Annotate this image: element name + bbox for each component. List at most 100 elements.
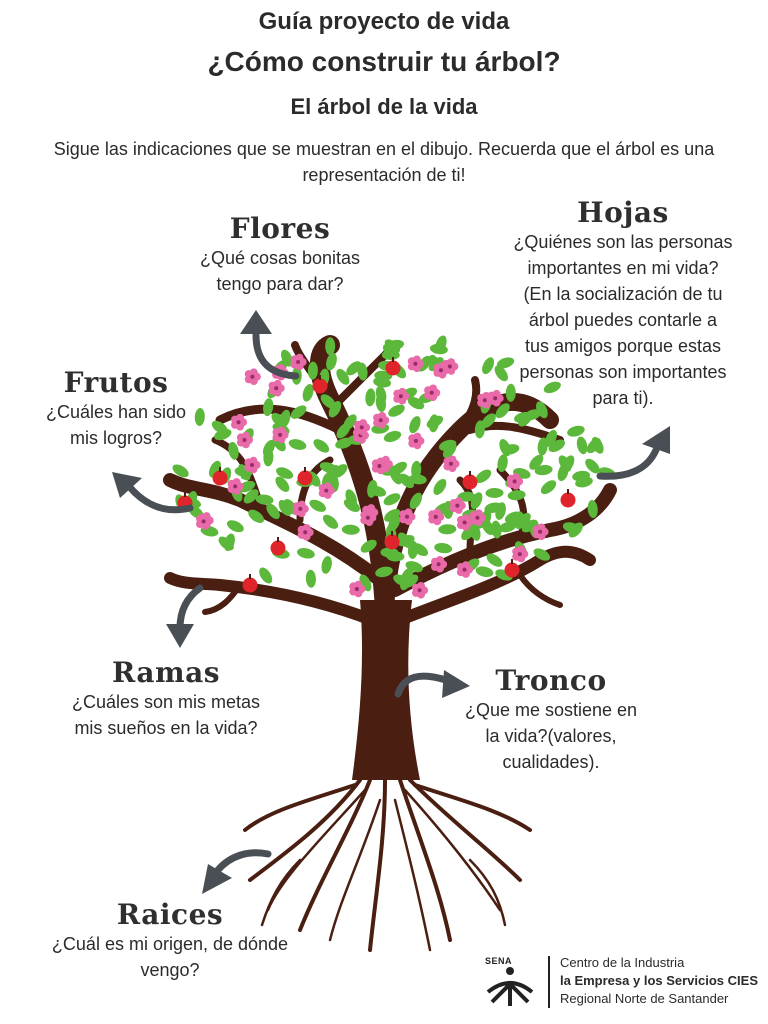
logo-divider [548, 956, 550, 1008]
label-ramas-title: Ramas [111, 656, 221, 689]
label-raices-title: Raices [116, 898, 224, 931]
leaf-shape [507, 490, 526, 501]
apple-body [212, 470, 228, 486]
leaf-shape [505, 383, 516, 402]
apple-body [242, 577, 258, 593]
flower-center [250, 374, 255, 379]
flower-center [493, 396, 498, 401]
leaf-shape [341, 524, 360, 535]
flower-icon [373, 412, 390, 429]
section-title: El árbol de la vida [290, 94, 478, 119]
label-frutos: Frutos ¿Cuáles han sido mis logros? [36, 366, 196, 451]
flower-petal [277, 426, 286, 435]
flower-center [449, 461, 453, 466]
leaf-shape [543, 381, 561, 394]
flower-icon [469, 509, 486, 526]
flower-icon [244, 456, 261, 474]
flower-center [462, 520, 467, 525]
pointer-arrows [112, 310, 670, 894]
flower-icon [407, 355, 424, 373]
label-hojas-line: para ti). [592, 388, 654, 408]
flower-center [439, 368, 443, 373]
leaf-shape [320, 394, 336, 409]
leaf-shape [275, 476, 290, 492]
leaf-shape [587, 500, 598, 518]
sena-logo-icon [486, 967, 534, 1006]
apple-body [385, 360, 401, 376]
label-flores-line: tengo para dar? [216, 274, 344, 294]
leaf-shape [529, 454, 544, 470]
tree-root [328, 798, 382, 942]
leaf-shape [307, 361, 318, 380]
tree-root [398, 778, 452, 942]
tree-trunk [352, 600, 420, 780]
leaf-shape [243, 489, 259, 504]
arrow-right-icon [394, 670, 470, 698]
flower-icon [456, 561, 473, 578]
flower-petal [461, 561, 470, 570]
flower-petal [359, 419, 368, 428]
leaf-shape [434, 542, 453, 554]
logo-institution-text: Centro de la Industria la Empresa y los … [560, 954, 758, 1008]
leaf-shape [172, 464, 189, 478]
leaf-shape [407, 396, 425, 410]
leaf-shape [335, 437, 353, 449]
arrow-head [166, 624, 194, 648]
label-tronco: Tronco ¿Que me sostiene en la vida?(valo… [456, 664, 646, 775]
leaf-shape [485, 487, 504, 499]
tree-root [298, 778, 372, 932]
apple-icon [270, 537, 286, 556]
leaf-shape [325, 337, 336, 356]
flower-petal [462, 514, 470, 523]
arrow-shaft [214, 849, 272, 874]
tree-roots [243, 778, 532, 952]
flower-icon [292, 500, 309, 518]
leaf-shape [388, 404, 405, 417]
label-hojas-line: importantes en mi vida? [527, 258, 719, 278]
flower-icon [477, 392, 494, 409]
flower-center [298, 506, 303, 511]
leaf-shape [278, 499, 292, 516]
leaf-shape [383, 493, 401, 506]
flower-petal [323, 482, 332, 491]
tree-branch [163, 473, 387, 587]
arrow-head [240, 310, 272, 334]
leaf-shape [536, 401, 548, 419]
label-hojas-line: ¿Quiénes son las personas [513, 232, 733, 252]
leaf-shape [405, 561, 423, 573]
arrow-head [442, 670, 470, 698]
leaf-shape [321, 556, 332, 574]
label-frutos-line: ¿Cuáles han sido [45, 402, 187, 422]
flower-center [377, 464, 382, 468]
leaf-shape [302, 384, 314, 402]
leaf-shape [409, 492, 423, 510]
flower-center [429, 390, 434, 395]
leaf-shape [266, 503, 280, 520]
flower-icon [227, 478, 244, 495]
tree-flowers [196, 353, 549, 599]
flower-icon [236, 431, 253, 449]
label-flores-line: ¿Qué cosas bonitas [199, 248, 361, 268]
tree-branch [309, 335, 395, 620]
leaf-shape [375, 566, 393, 578]
flower-petal [492, 389, 501, 398]
flower-icon [449, 497, 466, 514]
flower-petal [412, 355, 421, 364]
flower-center [398, 394, 403, 399]
flower-petal [433, 508, 442, 517]
leaf-shape [461, 525, 476, 541]
flower-center [303, 530, 308, 535]
flower-icon [424, 384, 441, 402]
flower-icon [433, 362, 450, 379]
apple-body [297, 470, 313, 486]
flower-icon [290, 353, 307, 371]
flower-petal [378, 412, 387, 420]
flower-icon [506, 473, 524, 490]
apple-stem [567, 489, 569, 494]
apple-icon [462, 471, 478, 490]
flower-petal [482, 392, 491, 400]
leaf-shape [585, 458, 600, 474]
tree-branch [446, 376, 481, 444]
apple-stem [249, 574, 251, 579]
